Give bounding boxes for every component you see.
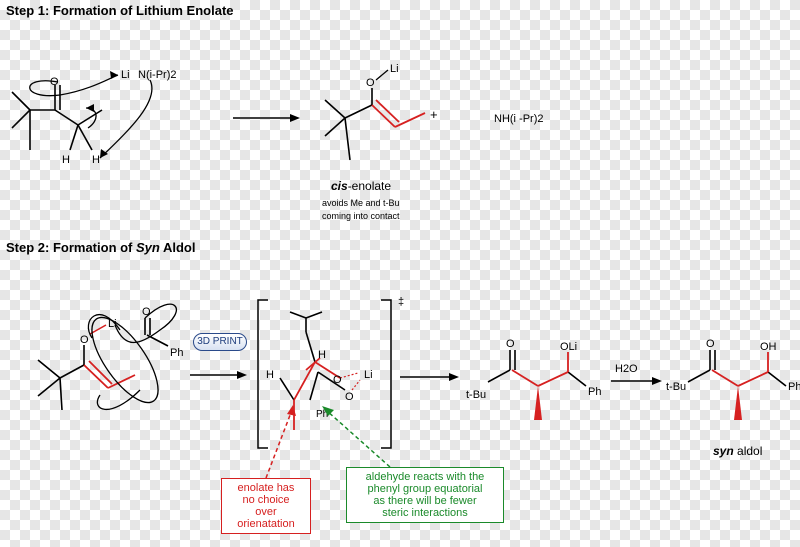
ts-li-label: Li (364, 369, 373, 381)
aldolate-ph-label: Ph (588, 386, 601, 398)
ts-o2-label: O (345, 391, 354, 403)
reaction-arrowhead-2 (237, 371, 247, 379)
cis-note-line2: coming into contact (322, 211, 400, 221)
green-annotation-arrow (325, 409, 391, 468)
water-label: H2O (615, 363, 638, 375)
aldolate-oli-label: OLi (560, 341, 577, 353)
ts-dashed-bonds (339, 372, 361, 391)
electron-arrows-step2 (87, 303, 177, 411)
enolate-li-label: Li (390, 63, 399, 75)
ts-h-label-1: H (266, 369, 274, 381)
syn-aldol-structure (687, 350, 787, 387)
step2-o-li-bond (89, 324, 107, 335)
syn-aldol-ph-label: Ph (788, 381, 800, 393)
step2-li-label: Li (108, 318, 117, 330)
li-label: Li (121, 69, 130, 81)
aldolate-structure (487, 350, 587, 387)
syn-aldol-caption: syn aldol (713, 444, 762, 458)
cis-enolate-structure (324, 88, 373, 161)
green-annotation-arrowhead (322, 406, 334, 416)
arrowhead-3 (86, 104, 94, 112)
red-annotation-arrowhead (287, 405, 296, 416)
aldehyde-equatorial-note: aldehyde reacts with the phenyl group eq… (346, 467, 504, 523)
step2-o-label: O (80, 334, 89, 346)
ts-o-label: O (333, 374, 342, 386)
cis-enolate-caption: cis-enolate (331, 179, 391, 193)
lda-label: N(i-Pr)2 (138, 69, 177, 81)
cis-note-line1: avoids Me and t-Bu (322, 198, 400, 208)
syn-aldol-red-bonds (711, 352, 769, 387)
alpha-h-label: H (62, 154, 70, 166)
ts-ph-label: Ph (316, 409, 328, 420)
enolate-orientation-note: enolate has no choice over orienatation (221, 478, 311, 534)
arrowhead-2 (100, 149, 108, 158)
ts-dagger: ‡ (398, 296, 404, 308)
enolate-o-label: O (366, 77, 375, 89)
step2-title: Step 2: Formation of Syn Aldol (6, 240, 195, 255)
reaction-arrowhead-4 (652, 377, 662, 385)
orbital-loop (91, 316, 159, 404)
ts-brackets (257, 299, 392, 449)
syn-aldol-o-label: O (706, 338, 715, 350)
aldolate-o-label: O (506, 338, 515, 350)
diisopropylamine-label: NH(i -Pr)2 (494, 113, 544, 125)
enolate-step2-double-bond (83, 360, 136, 389)
aldolate-wedge (534, 386, 542, 420)
aldolate-tbu-label: t-Bu (466, 389, 486, 401)
ts-h-label-2: H (318, 349, 326, 361)
step2-ph-label: Ph (170, 347, 183, 359)
syn-aldol-tbu-label: t-Bu (666, 381, 686, 393)
plus-sign: + (430, 107, 438, 122)
3d-print-button[interactable]: 3D PRINT (193, 333, 247, 351)
arrowhead-1 (110, 71, 118, 79)
ts-structure (279, 311, 346, 401)
enolate-step2-structure (37, 345, 85, 411)
red-annotation-arrow (265, 409, 293, 479)
syn-aldol-wedge (734, 386, 742, 420)
o-li-bond (375, 69, 389, 81)
step1-title: Step 1: Formation of Lithium Enolate (6, 3, 234, 18)
reaction-arrowhead-1 (290, 114, 300, 122)
ketone-structure (11, 85, 103, 151)
reaction-arrowhead-3 (449, 373, 459, 381)
syn-aldol-oh-label: OH (760, 341, 777, 353)
aldehyde-o-label: O (142, 306, 151, 318)
alpha-h2-label: H (92, 154, 100, 166)
enolate-double-bond (371, 99, 426, 128)
aldolate-red-bonds (511, 352, 569, 387)
